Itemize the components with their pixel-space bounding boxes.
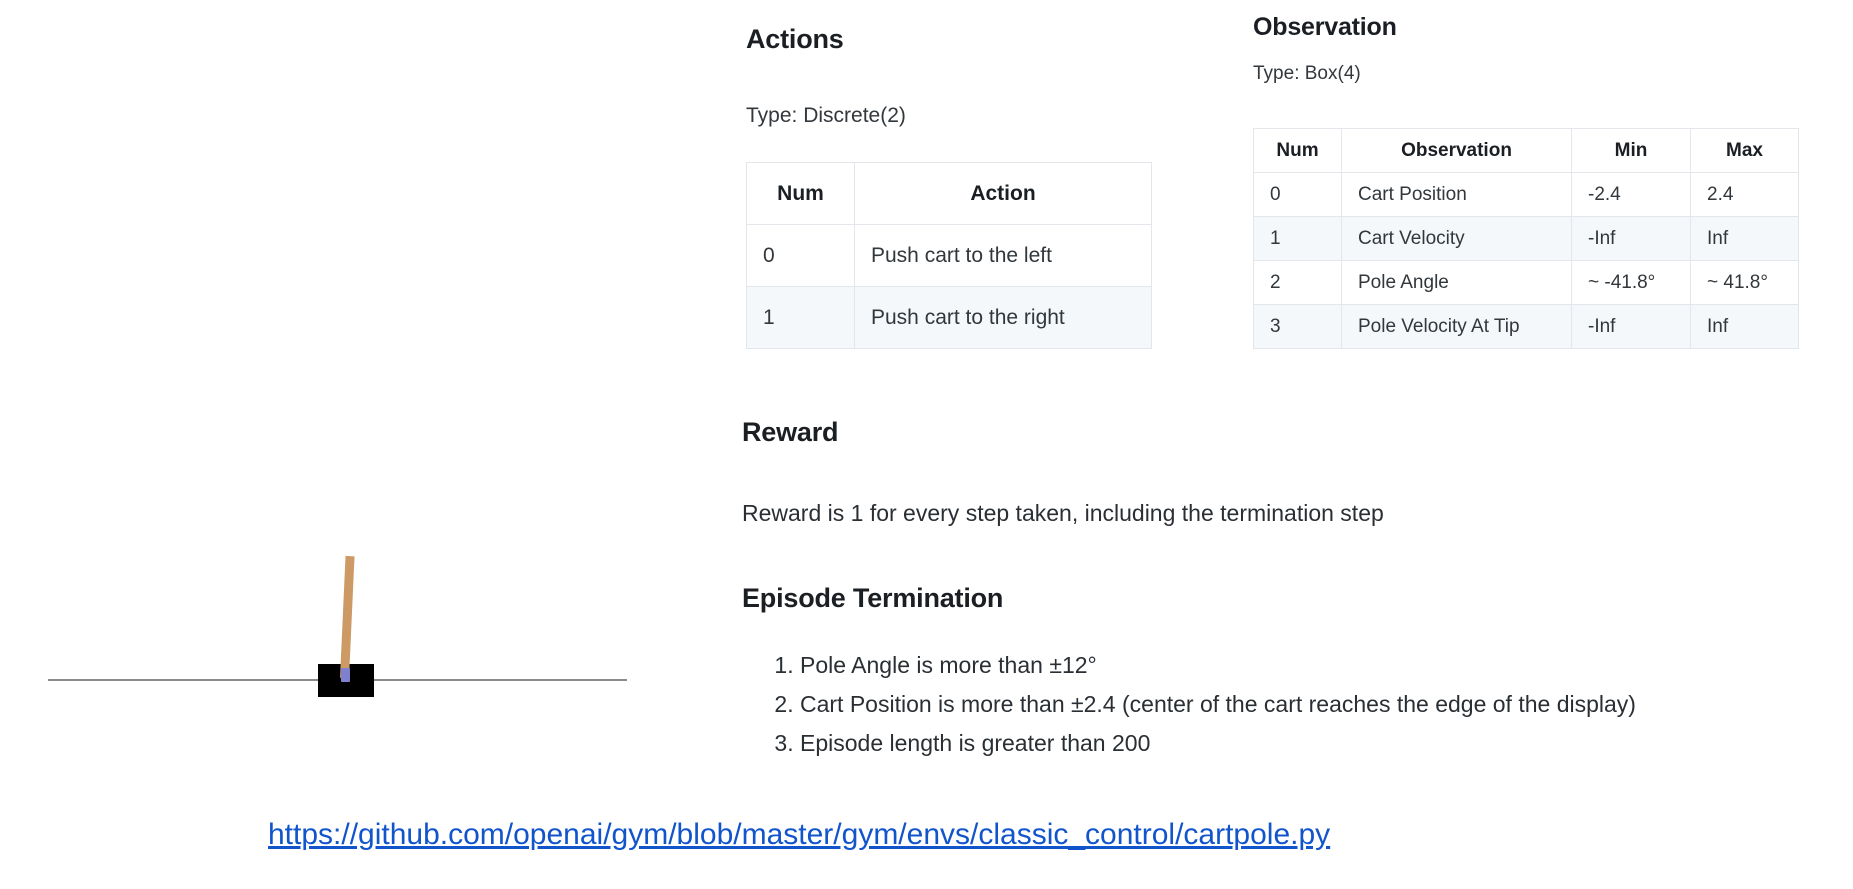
table-header-row: Num Observation Min Max (1253, 128, 1799, 173)
observation-cell-min-0: -2.4 (1571, 172, 1691, 217)
observation-col-observation: Observation (1341, 128, 1572, 173)
reward-heading: Reward (742, 417, 839, 447)
table-row: 0 Cart Position -2.4 2.4 (1253, 172, 1799, 217)
list-item: Pole Angle is more than ±12° (800, 646, 1636, 685)
observation-cell-num-3: 3 (1253, 304, 1342, 349)
cartpole-axle (341, 668, 350, 682)
observation-cell-min-3: -Inf (1571, 304, 1691, 349)
observation-cell-min-1: -Inf (1571, 216, 1691, 261)
actions-col-num: Num (746, 162, 855, 225)
observation-cell-name-3: Pole Velocity At Tip (1341, 304, 1572, 349)
observation-type-label: Type: Box(4) (1253, 63, 1361, 84)
episode-termination-heading: Episode Termination (742, 583, 1004, 613)
observation-table: Num Observation Min Max 0 Cart Position … (1253, 128, 1799, 349)
actions-heading: Actions (746, 24, 844, 54)
table-row: 3 Pole Velocity At Tip -Inf Inf (1253, 304, 1799, 349)
cartpole-pole (340, 555, 355, 679)
table-row: 1 Cart Velocity -Inf Inf (1253, 216, 1799, 261)
observation-col-min: Min (1571, 128, 1691, 173)
observation-cell-name-2: Pole Angle (1341, 260, 1572, 305)
observation-col-max: Max (1690, 128, 1799, 173)
observation-cell-max-3: Inf (1690, 304, 1799, 349)
episode-termination-list: Pole Angle is more than ±12° Cart Positi… (742, 646, 1636, 763)
actions-cell-num-1: 1 (746, 286, 855, 349)
actions-type-label: Type: Discrete(2) (746, 104, 906, 127)
actions-cell-action-0: Push cart to the left (854, 224, 1152, 287)
observation-cell-num-2: 2 (1253, 260, 1342, 305)
observation-cell-name-1: Cart Velocity (1341, 216, 1572, 261)
table-row: 2 Pole Angle ~ -41.8° ~ 41.8° (1253, 260, 1799, 305)
table-row: 0 Push cart to the left (746, 224, 1152, 287)
observation-cell-max-1: Inf (1690, 216, 1799, 261)
actions-col-action: Action (854, 162, 1152, 225)
observation-cell-max-0: 2.4 (1690, 172, 1799, 217)
observation-heading: Observation (1253, 13, 1397, 41)
observation-cell-max-2: ~ 41.8° (1690, 260, 1799, 305)
observation-cell-num-0: 0 (1253, 172, 1342, 217)
table-header-row: Num Action (746, 162, 1152, 225)
cartpole-illustration (0, 250, 690, 697)
observation-cell-name-0: Cart Position (1341, 172, 1572, 217)
observation-cell-min-2: ~ -41.8° (1571, 260, 1691, 305)
observation-cell-num-1: 1 (1253, 216, 1342, 261)
actions-cell-action-1: Push cart to the right (854, 286, 1152, 349)
table-row: 1 Push cart to the right (746, 286, 1152, 349)
list-item: Episode length is greater than 200 (800, 724, 1636, 763)
reward-description: Reward is 1 for every step taken, includ… (742, 500, 1384, 526)
actions-table: Num Action 0 Push cart to the left 1 Pus… (746, 162, 1152, 349)
source-url-link[interactable]: https://github.com/openai/gym/blob/maste… (268, 818, 1331, 851)
observation-col-num: Num (1253, 128, 1342, 173)
list-item: Cart Position is more than ±2.4 (center … (800, 685, 1636, 724)
actions-cell-num-0: 0 (746, 224, 855, 287)
